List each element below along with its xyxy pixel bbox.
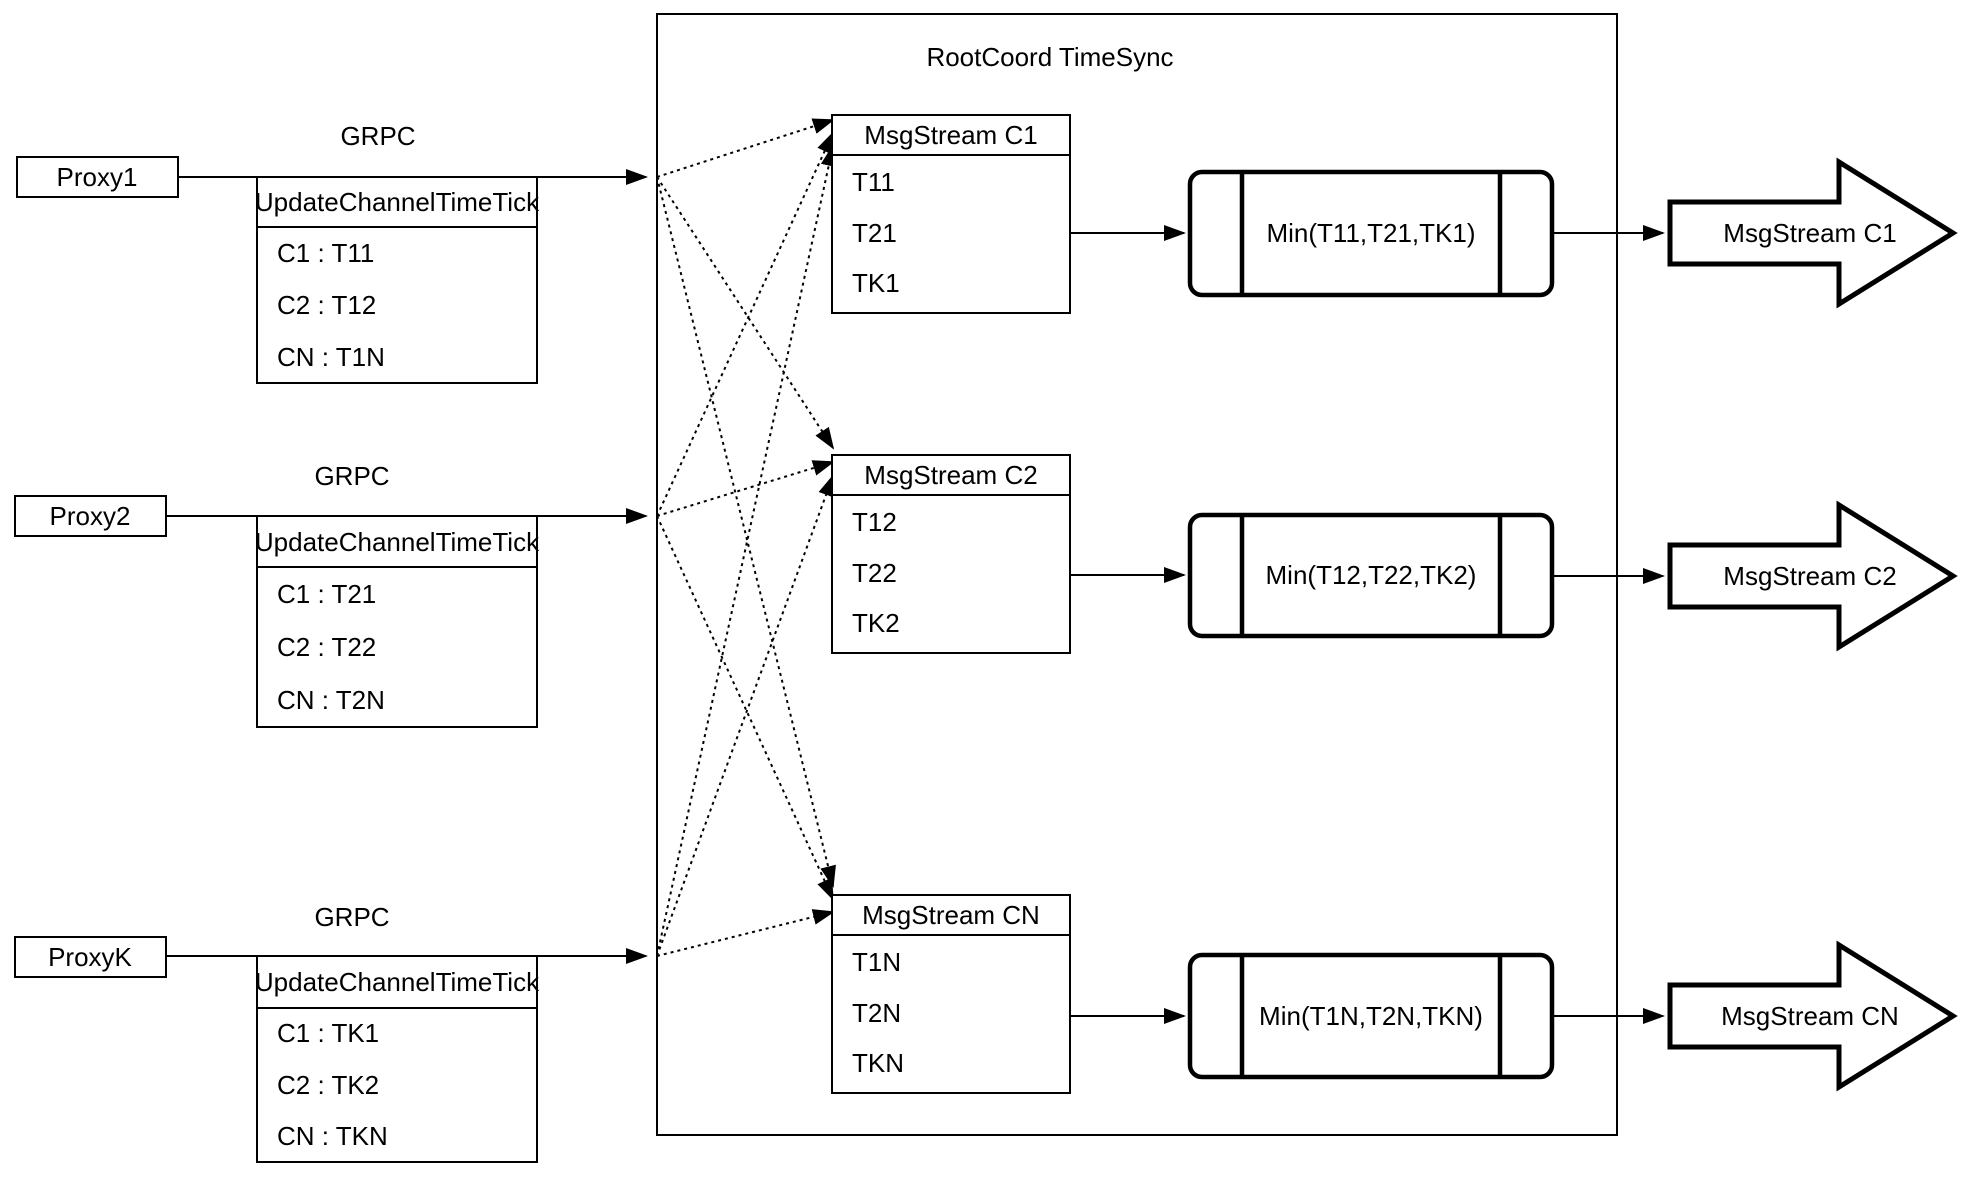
- msgstream-cn-value-2: T2N: [852, 998, 901, 1028]
- msgstream-c2-value-1: T12: [852, 507, 897, 537]
- stream-row-cn: MsgStream CN T1N T2N TKN Min(T1N,T2N,TKN…: [831, 894, 1958, 1094]
- stream-row-c2: MsgStream C2 T12 T22 TK2 Min(T12,T22,TK2…: [831, 454, 1958, 654]
- proxy-row-1: Proxy1 GRPC UpdateChannelTimeTick C1 : T…: [16, 121, 648, 384]
- proxyk-label: ProxyK: [48, 942, 132, 972]
- update-channel-timetick-table-3: [256, 955, 538, 1163]
- min-label-c2: Min(T12,T22,TK2): [1266, 560, 1477, 590]
- fanout-line-pk-c2: [656, 474, 834, 957]
- proxy2-box: [14, 495, 167, 537]
- proxy1-label: Proxy1: [57, 162, 138, 192]
- msgstream-c2-header: MsgStream C2: [864, 460, 1037, 490]
- table3-row-2: C2 : TK2: [277, 1070, 379, 1100]
- fanout-line-p1-c2: [656, 176, 835, 450]
- table1-row-2: C2 : T12: [277, 290, 376, 320]
- table2-row-1: C1 : T21: [277, 579, 376, 609]
- table2-row-2: C2 : T22: [277, 632, 376, 662]
- output-arrow-label-c1: MsgStream C1: [1723, 218, 1896, 248]
- update-channel-timetick-table-2: [256, 515, 538, 728]
- fanout-line-p1-c1: [656, 118, 835, 178]
- table2-header: UpdateChannelTimeTick: [255, 527, 540, 557]
- msgstream-cn-header: MsgStream CN: [862, 900, 1040, 930]
- msgstream-cn-table: [831, 894, 1071, 1094]
- min-label-cn: Min(T1N,T2N,TKN): [1259, 1001, 1483, 1031]
- rootcoord-title: RootCoord TimeSync: [926, 42, 1173, 72]
- fanout-line-pk-cn: [656, 909, 835, 957]
- min-label-c1: Min(T11,T21,TK1): [1266, 218, 1475, 248]
- table2-row-3: CN : T2N: [277, 685, 385, 715]
- stream-row-c1: MsgStream C1 T11 T21 TK1 Min(T11,T21,TK1…: [831, 114, 1958, 314]
- proxyk-box: [14, 936, 167, 978]
- output-arrow-c1: [1667, 157, 1958, 309]
- msgstream-c2-value-3: TK2: [852, 608, 900, 638]
- msgstream-c1-value-2: T21: [852, 218, 897, 248]
- table1-row-3: CN : T1N: [277, 342, 385, 372]
- msgstream-c2-table: [831, 454, 1071, 654]
- table3-row-1: C1 : TK1: [277, 1018, 379, 1048]
- update-channel-timetick-table-1: [256, 176, 538, 384]
- msgstream-c2-value-2: T22: [852, 558, 897, 588]
- msgstream-c1-value-3: TK1: [852, 268, 900, 298]
- msgstream-c1-header: MsgStream C1: [864, 120, 1037, 150]
- grpc-label-proxy1: GRPC: [340, 121, 415, 151]
- msgstream-cn-value-1: T1N: [852, 947, 901, 977]
- table3-header: UpdateChannelTimeTick: [255, 967, 540, 997]
- grpc-label-proxyk: GRPC: [314, 902, 389, 932]
- output-arrow-label-cn: MsgStream CN: [1721, 1001, 1899, 1031]
- msgstream-cn-value-3: TKN: [852, 1048, 904, 1078]
- output-arrow-label-c2: MsgStream C2: [1723, 561, 1896, 591]
- table1-header: UpdateChannelTimeTick: [255, 187, 540, 217]
- proxy1-box: [16, 156, 179, 198]
- fanout-line-p2-c1: [656, 131, 834, 517]
- output-arrow-cn: [1667, 940, 1958, 1092]
- proxy-row-2: Proxy2 GRPC UpdateChannelTimeTick C1 : T…: [14, 461, 648, 728]
- fanout-dotted-lines: [656, 118, 837, 957]
- msgstream-c1-table: [831, 114, 1071, 314]
- output-arrow-c2: [1667, 500, 1958, 652]
- grpc-label-proxy2: GRPC: [314, 461, 389, 491]
- table1-row-1: C1 : T11: [277, 238, 374, 268]
- proxy2-label: Proxy2: [50, 501, 131, 531]
- fanout-line-pk-c1: [656, 144, 837, 957]
- proxy-row-3: ProxyK GRPC UpdateChannelTimeTick C1 : T…: [14, 902, 648, 1163]
- table3-row-3: CN : TKN: [277, 1121, 388, 1151]
- fanout-line-p2-c2: [656, 460, 835, 517]
- fanout-line-p1-cn: [656, 176, 836, 888]
- fanout-line-p2-cn: [656, 515, 834, 901]
- msgstream-c1-value-1: T11: [852, 167, 895, 197]
